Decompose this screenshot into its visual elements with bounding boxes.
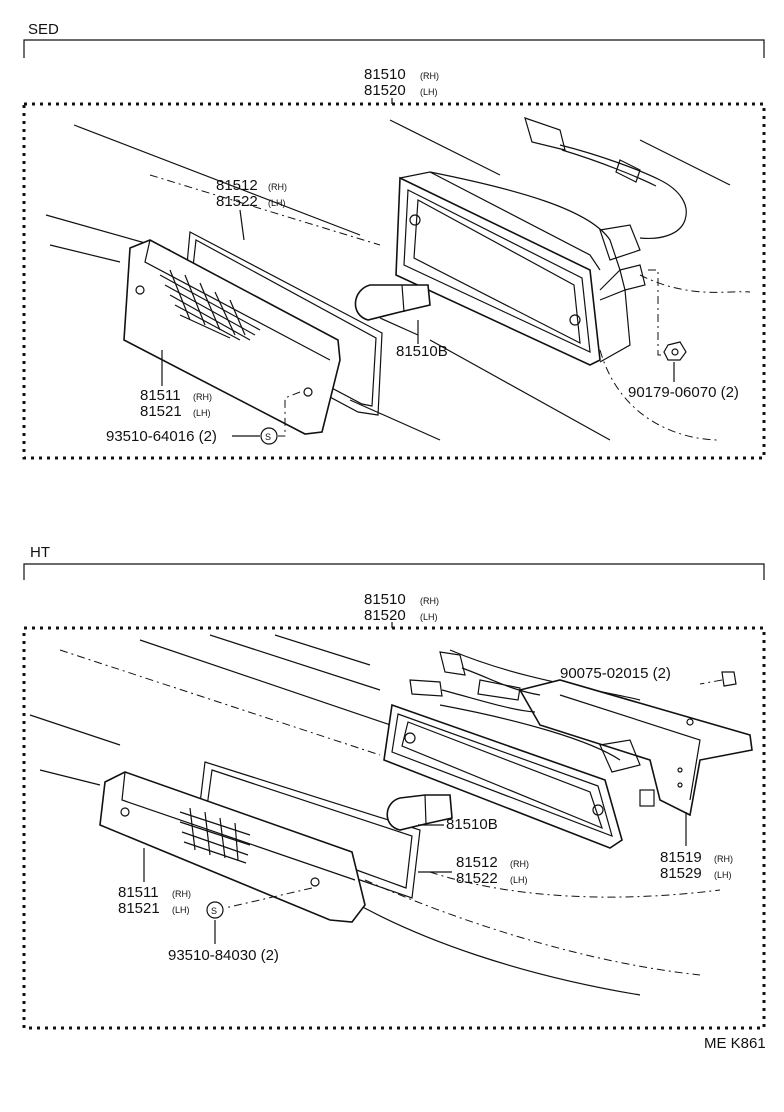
ht-lens-a-label: 81511 xyxy=(118,884,159,901)
sed-nut xyxy=(663,341,687,361)
ht-title: HT xyxy=(30,544,50,561)
footer-code: ME K861 xyxy=(704,1035,766,1052)
ht-bulb-label: 81510B xyxy=(446,816,498,833)
sed-lamp-housing xyxy=(395,171,646,366)
ht-gasket-a-tag: (RH) xyxy=(510,859,529,869)
ht-lens-b-label: 81521 xyxy=(118,900,160,917)
sed-nut-label: 90179-06070 (2) xyxy=(628,384,739,401)
ht-bracket-part xyxy=(518,679,753,817)
ht-lens xyxy=(99,771,366,923)
ht-bracket-b-label: 81529 xyxy=(660,865,702,882)
sed-assembly-part-tag: (RH) xyxy=(420,71,439,81)
sed-bulb xyxy=(354,284,431,321)
ht-bracket-a-label: 81519 xyxy=(660,849,702,866)
sed-assembly-box xyxy=(22,102,766,460)
ht-assembly-part2-tag: (LH) xyxy=(420,612,438,622)
ht-gasket-a-label: 81512 xyxy=(456,854,498,871)
ht-screw-symbol: S xyxy=(206,901,224,919)
sed-bulb-label: 81510B xyxy=(396,343,448,360)
sed-assembly-part2: 81520 xyxy=(364,82,406,99)
ht-section: HT 81510 (RH) 81520 (LH) xyxy=(22,544,766,1030)
svg-text:S: S xyxy=(265,432,271,442)
sed-lens-b-label: 81521 xyxy=(140,403,182,420)
ht-lens-b-tag: (LH) xyxy=(172,905,190,915)
ht-gasket-b-label: 81522 xyxy=(456,870,498,887)
sed-bracket xyxy=(23,39,765,58)
ht-screw-label: 93510-84030 (2) xyxy=(168,947,279,964)
ht-bolt xyxy=(699,671,737,687)
sed-gasket-a-label: 81512 xyxy=(216,177,258,194)
sed-assembly-part: 81510 xyxy=(364,66,406,83)
ht-wire-harness xyxy=(409,651,541,713)
ht-bolt-label: 90075-02015 (2) xyxy=(560,665,671,682)
ht-bracket-b-tag: (LH) xyxy=(714,870,732,880)
sed-screw-label: 93510-64016 (2) xyxy=(106,428,217,445)
ht-assembly-part: 81510 xyxy=(364,591,406,608)
ht-assembly-part2: 81520 xyxy=(364,607,406,624)
sed-wire-harness xyxy=(524,117,687,240)
ht-assembly-box xyxy=(22,626,766,1030)
sed-gasket-a-tag: (RH) xyxy=(268,182,287,192)
svg-text:S: S xyxy=(211,906,217,916)
ht-bulb xyxy=(386,794,453,831)
sed-lens xyxy=(123,239,341,435)
ht-gasket-b-tag: (LH) xyxy=(510,875,528,885)
ht-bracket-a-tag: (RH) xyxy=(714,854,733,864)
sed-lens-b-tag: (LH) xyxy=(193,408,211,418)
sed-section: SED 81510 (RH) 81520 (LH) xyxy=(22,21,766,460)
sed-lens-a-tag: (RH) xyxy=(193,392,212,402)
sed-assembly-part2-tag: (LH) xyxy=(420,87,438,97)
sed-gasket-b-label: 81522 xyxy=(216,193,258,210)
sed-gasket-b-tag: (LH) xyxy=(268,198,286,208)
ht-lens-a-tag: (RH) xyxy=(172,889,191,899)
ht-bracket xyxy=(23,563,765,580)
ht-lamp-housing xyxy=(383,703,623,849)
sed-title: SED xyxy=(28,21,59,38)
sed-lens-a-label: 81511 xyxy=(140,387,181,404)
sed-screw-symbol: S xyxy=(260,427,278,445)
ht-assembly-part-tag: (RH) xyxy=(420,596,439,606)
